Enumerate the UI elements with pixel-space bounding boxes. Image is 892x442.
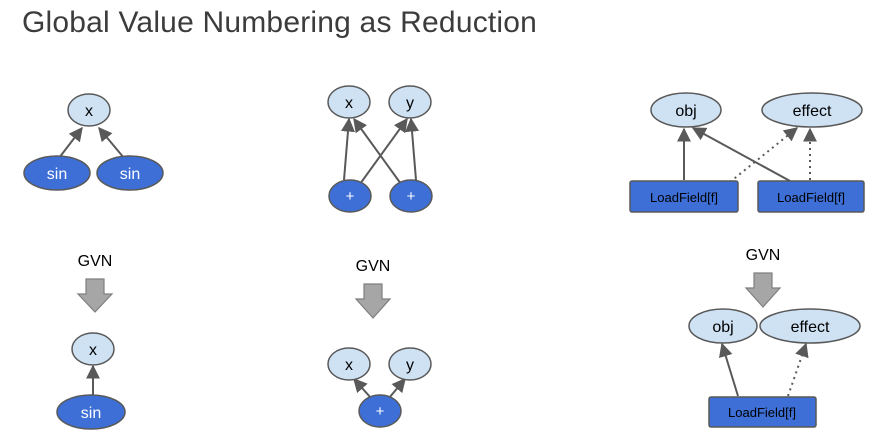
- node-y-label: y: [406, 95, 414, 112]
- edge-plus2-to-x: [353, 117, 402, 185]
- node-plus-2: [389, 179, 433, 213]
- node-x: [67, 93, 111, 127]
- gvn-arrow-3: [744, 272, 782, 308]
- gvn-label-1: GVN: [78, 253, 113, 270]
- node-sin-2: [96, 155, 164, 191]
- example1-before: x sin sin: [23, 93, 164, 191]
- node-sin-after: [56, 394, 126, 430]
- edge-plus1-to-x: [340, 117, 355, 181]
- edge-plus-to-y: [388, 377, 406, 399]
- node-effect: [761, 92, 863, 128]
- node-y: [388, 85, 432, 119]
- node-obj-label: obj: [675, 103, 696, 120]
- node-x-label: x: [85, 103, 93, 120]
- edge-load-to-obj: [719, 342, 739, 397]
- edge-load-to-effect: [787, 342, 809, 397]
- node-loadfield-1: [629, 180, 739, 213]
- node-plus-2-label: +: [407, 188, 416, 205]
- node-plus-1-label: +: [346, 188, 355, 205]
- gvn-label-3: GVN: [746, 247, 781, 264]
- node-x-after: [71, 332, 115, 366]
- node-y-after-label: y: [406, 357, 414, 374]
- edge-plus2-to-y: [405, 117, 420, 181]
- node-x-after: [327, 347, 371, 381]
- node-effect-label: effect: [793, 103, 832, 120]
- node-loadfield-2-label: LoadField[f]: [777, 190, 845, 205]
- example3-after: obj effect LoadField[f]: [688, 308, 861, 428]
- example2-before: x y + +: [327, 85, 433, 213]
- edge-sin2-to-x: [98, 126, 125, 159]
- node-effect-after: [759, 308, 861, 344]
- edge-load2-to-obj: [691, 127, 791, 182]
- node-obj-after: [688, 308, 758, 344]
- edge-load1-to-effect: [729, 127, 799, 183]
- node-obj: [650, 92, 722, 128]
- node-plus-1: [328, 179, 372, 213]
- node-x-label: x: [345, 95, 353, 112]
- node-sin-1: [23, 155, 91, 191]
- node-x-after-label: x: [345, 357, 353, 374]
- node-obj-after-label: obj: [712, 319, 733, 336]
- node-loadfield-after-label: LoadField[f]: [728, 405, 796, 420]
- edge-sin1-to-x: [58, 126, 83, 159]
- example2-after: x y +: [327, 347, 432, 428]
- node-plus-after-label: +: [376, 403, 385, 420]
- node-plus-after: [358, 394, 402, 428]
- gvn-label-2: GVN: [356, 258, 391, 275]
- node-sin-after-label: sin: [81, 405, 101, 422]
- node-effect-after-label: effect: [791, 319, 830, 336]
- node-x: [327, 85, 371, 119]
- node-sin-2-label: sin: [120, 166, 140, 183]
- gvn-arrow-2: [354, 283, 392, 319]
- example3-before: obj effect LoadField[f] LoadField[f]: [629, 92, 865, 213]
- gvn-arrow-1: [76, 278, 114, 313]
- node-sin-1-label: sin: [47, 166, 67, 183]
- page-title: Global Value Numbering as Reduction: [22, 6, 538, 39]
- node-loadfield-after: [708, 396, 817, 428]
- node-loadfield-1-label: LoadField[f]: [650, 190, 718, 205]
- example1-after: x sin: [56, 332, 126, 430]
- edge-plus-to-x: [353, 377, 372, 399]
- node-y-after: [388, 347, 432, 381]
- node-x-after-label: x: [89, 342, 97, 359]
- edge-plus1-to-y: [359, 117, 408, 185]
- node-loadfield-2: [757, 180, 865, 213]
